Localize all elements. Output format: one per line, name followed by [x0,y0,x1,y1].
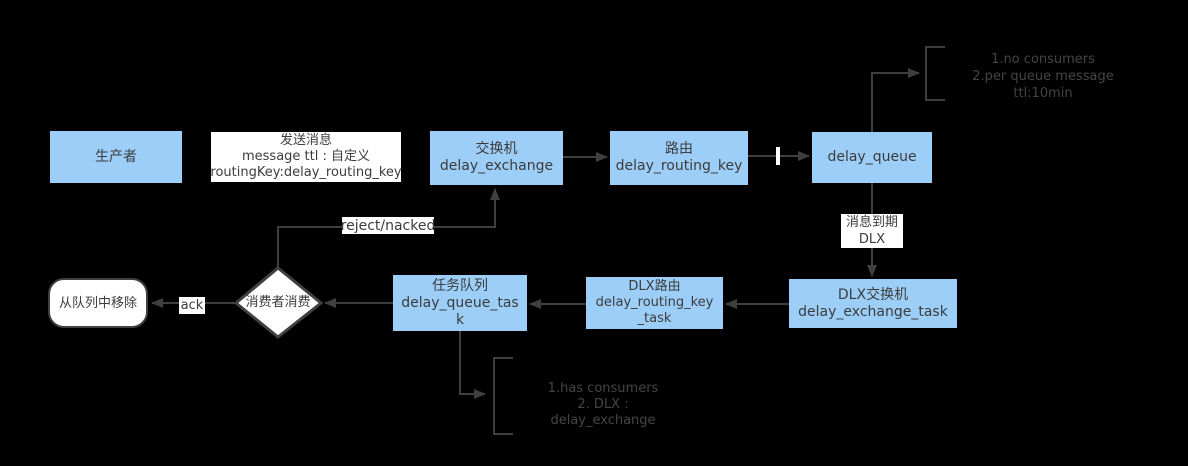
node-dlx-exchange[interactable]: DLX交换机 delay_exchange_task [789,279,957,328]
edge-label-reject-nacked: reject/nacked [340,217,436,234]
consumer-decision-diamond[interactable] [233,266,324,339]
node-delay-queue[interactable]: delay_queue [812,132,932,183]
edge-task-queue-to-bottom-note [459,331,486,399]
annotation-bottom: 1.has consumers 2. DLX : delay_exchange [547,381,659,428]
node-task-queue[interactable]: 任务队列 delay_queue_tas k [393,275,527,331]
consumer-decision-label: 消费者消费 [245,294,311,310]
node-delay-exchange[interactable]: 交换机 delay_exchange [430,131,563,185]
node-delay-routing-key[interactable]: 路由 delay_routing_key [610,131,748,185]
top-note-bracket [925,46,945,101]
edge-label-message-expire-dlx: 消息到期 DLX [841,214,903,248]
edge-delay-queue-to-top-note [871,68,920,132]
node-removed-from-queue[interactable]: 从队列中移除 [48,278,148,328]
node-producer[interactable]: 生产者 [50,131,182,183]
edge-label-ack: ack [179,297,205,314]
text-cursor [776,147,780,165]
node-dlx-routing-key[interactable]: DLX路由 delay_routing_key _task [586,277,723,329]
annotation-top-right: 1.no consumers 2.per queue message ttl:1… [972,52,1114,101]
node-send-message-note[interactable]: 发送消息 message ttl : 自定义 routingKey:delay_… [210,132,402,182]
bottom-note-bracket [493,357,513,435]
